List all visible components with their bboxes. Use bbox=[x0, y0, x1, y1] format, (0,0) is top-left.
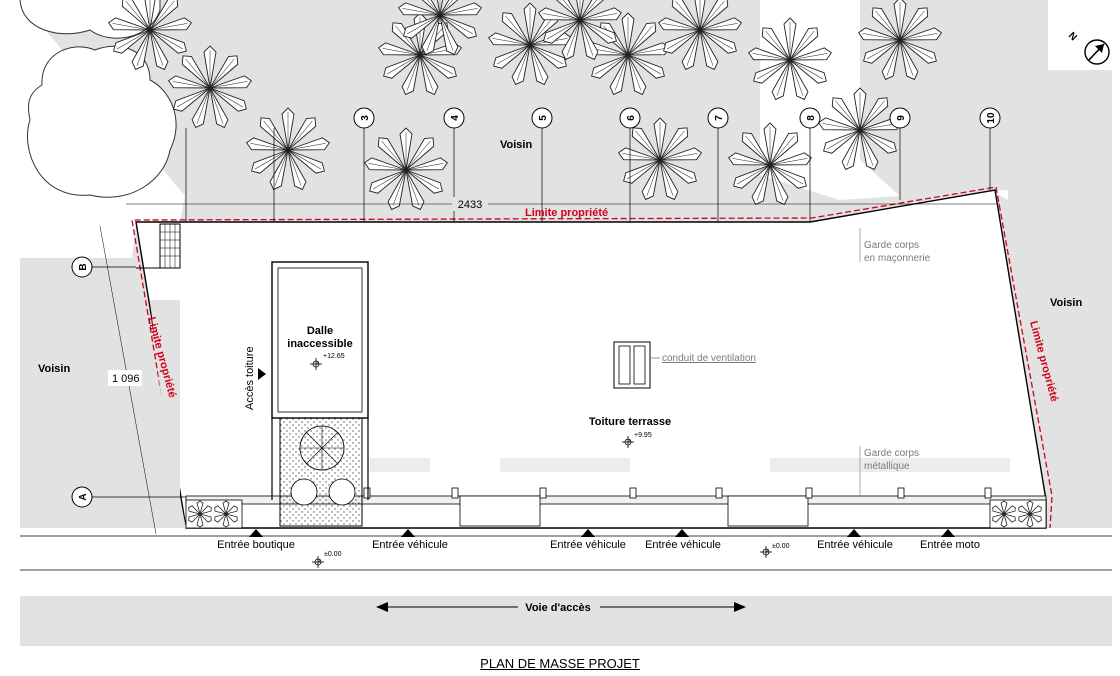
north-arrow-icon: N bbox=[1066, 30, 1110, 65]
svg-text:3: 3 bbox=[360, 115, 371, 121]
toiture-level: +9.95 bbox=[634, 432, 652, 439]
voisin-top-label: Voisin bbox=[500, 139, 532, 151]
entrance-label: Entrée boutique bbox=[217, 539, 295, 551]
dalle-label-line2: inaccessible bbox=[287, 338, 352, 350]
entrance-label: Entrée véhicule bbox=[817, 539, 893, 551]
entrance-label: Entrée véhicule bbox=[645, 539, 721, 551]
dimension-depth: 1 096 bbox=[112, 373, 140, 385]
access-road-arrow bbox=[376, 599, 746, 615]
axis-marker-8: 8 bbox=[799, 107, 821, 129]
garde-corps-masonry-1: Garde corps bbox=[864, 240, 919, 251]
axis-marker-7: 7 bbox=[707, 107, 729, 129]
svg-text:9: 9 bbox=[896, 115, 907, 121]
voisin-right-label: Voisin bbox=[1050, 297, 1082, 309]
voisin-left-label: Voisin bbox=[38, 363, 70, 375]
plan-caption: PLAN DE MASSE PROJET bbox=[480, 656, 640, 671]
axis-marker-a: A bbox=[71, 486, 93, 508]
toiture-terrasse-label: Toiture terrasse bbox=[589, 416, 671, 428]
acces-toiture-label: Accès toiture bbox=[244, 346, 256, 410]
entrance-label: Entrée véhicule bbox=[550, 539, 626, 551]
voie-acces-label: Voie d'accès bbox=[525, 602, 590, 614]
svg-text:4: 4 bbox=[450, 115, 461, 121]
large-tree bbox=[27, 45, 177, 198]
garde-corps-metal-2: métallique bbox=[864, 461, 910, 472]
svg-text:8: 8 bbox=[806, 115, 817, 121]
svg-text:5: 5 bbox=[538, 115, 549, 121]
roof-access-arrow bbox=[258, 368, 266, 380]
axis-markers: 3 4 5 6 7 8 9 10 B A bbox=[71, 107, 1001, 508]
axis-marker-4: 4 bbox=[443, 107, 465, 129]
svg-text:N: N bbox=[1066, 30, 1079, 43]
axis-marker-5: 5 bbox=[531, 107, 553, 129]
stair-block bbox=[136, 223, 181, 269]
garden-patio bbox=[279, 415, 363, 527]
svg-text:6: 6 bbox=[626, 115, 637, 121]
axis-marker-9: 9 bbox=[889, 107, 911, 129]
svg-text:7: 7 bbox=[714, 115, 725, 121]
entrance-labels: Entrée boutique Entrée véhicule Entrée v… bbox=[217, 539, 980, 551]
garde-corps-metal-1: Garde corps bbox=[864, 448, 919, 459]
planters bbox=[185, 499, 1047, 529]
dalle-block bbox=[271, 261, 369, 500]
garde-corps-masonry-2: en maçonnerie bbox=[864, 253, 931, 264]
limit-label-top: Limite propriété bbox=[525, 207, 608, 219]
entrance-label: Entrée véhicule bbox=[372, 539, 448, 551]
dimension-width: 2433 bbox=[458, 199, 482, 211]
ventilation-duct bbox=[613, 341, 660, 389]
dalle-level: +12.65 bbox=[323, 353, 345, 360]
svg-text:10: 10 bbox=[986, 112, 997, 124]
facade-band bbox=[185, 458, 1047, 527]
entrance-label: Entrée moto bbox=[920, 539, 980, 551]
ventilation-label: conduit de ventilation bbox=[662, 353, 756, 364]
axis-marker-10: 10 bbox=[979, 107, 1001, 129]
street-level-right: ±0.00 bbox=[772, 543, 790, 550]
street-level-left: ±0.00 bbox=[324, 551, 342, 558]
axis-marker-3: 3 bbox=[353, 107, 375, 129]
axis-marker-6: 6 bbox=[619, 107, 641, 129]
dalle-label-line1: Dalle bbox=[307, 325, 333, 337]
property-limit bbox=[131, 186, 1053, 529]
axis-marker-b: B bbox=[71, 256, 93, 278]
svg-text:B: B bbox=[78, 263, 89, 270]
svg-text:A: A bbox=[78, 493, 89, 500]
